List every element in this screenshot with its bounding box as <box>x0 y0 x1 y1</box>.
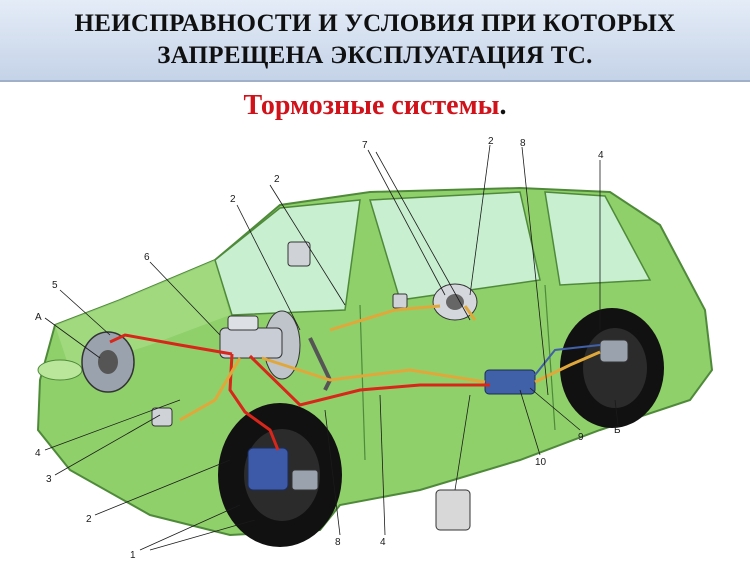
callout-4a: 4 <box>598 150 604 161</box>
callout-5: 5 <box>52 280 58 291</box>
master-cylinder <box>219 310 301 380</box>
header-title-line-1: НЕИСПРАВНОСТИ И УСЛОВИЯ ПРИ КОТОРЫХ <box>74 10 676 37</box>
part-left <box>151 407 173 427</box>
callout-4c: 4 <box>380 537 386 548</box>
slide-header: НЕИСПРАВНОСТИ И УСЛОВИЯ ПРИ КОТОРЫХ ЗАПР… <box>0 0 750 82</box>
slide-subtitle: Тормозные системы. <box>0 88 750 124</box>
front-brake-line <box>109 333 490 451</box>
brake-system-diagram: 2 2 7 2 8 4 6 5 A 4 3 2 1 4 8 10 9 Б <box>35 136 714 561</box>
leader-lines <box>44 144 619 551</box>
callout-2c: 2 <box>488 136 494 147</box>
door-line-front <box>359 304 366 461</box>
callout-10: 10 <box>535 457 547 468</box>
callout-a: A <box>35 312 42 323</box>
callout-7: 7 <box>362 140 368 151</box>
rear-wheel <box>560 308 664 428</box>
rear-side-window <box>544 191 652 286</box>
callout-9: 9 <box>578 432 584 443</box>
callout-8a: 8 <box>520 138 526 149</box>
callout-6: 6 <box>144 252 150 263</box>
left-front-brake <box>81 331 135 393</box>
pressure-regulator <box>484 369 536 395</box>
callout-8b: 8 <box>335 537 341 548</box>
part-bottom <box>435 489 471 531</box>
front-side-window <box>369 191 541 301</box>
header-title-line-2: ЗАПРЕЩЕНА ЭКСПЛУАТАЦИЯ ТС. <box>157 42 593 69</box>
rear-brake-line <box>179 304 601 422</box>
parking-brake-cable <box>534 344 601 376</box>
callout-1: 1 <box>130 550 136 561</box>
callout-b: Б <box>614 425 621 436</box>
callout-2a: 2 <box>274 174 280 185</box>
subtitle-period: . <box>499 90 507 121</box>
callout-2d: 2 <box>86 514 92 525</box>
headlight <box>37 359 83 381</box>
callout-3: 3 <box>46 474 52 485</box>
front-wheel <box>218 403 342 547</box>
part-upper <box>287 241 311 267</box>
subtitle-text: Тормозные системы <box>243 90 500 121</box>
callout-2b: 2 <box>230 194 236 205</box>
callout-4b: 4 <box>35 448 41 459</box>
part-small <box>392 293 408 309</box>
